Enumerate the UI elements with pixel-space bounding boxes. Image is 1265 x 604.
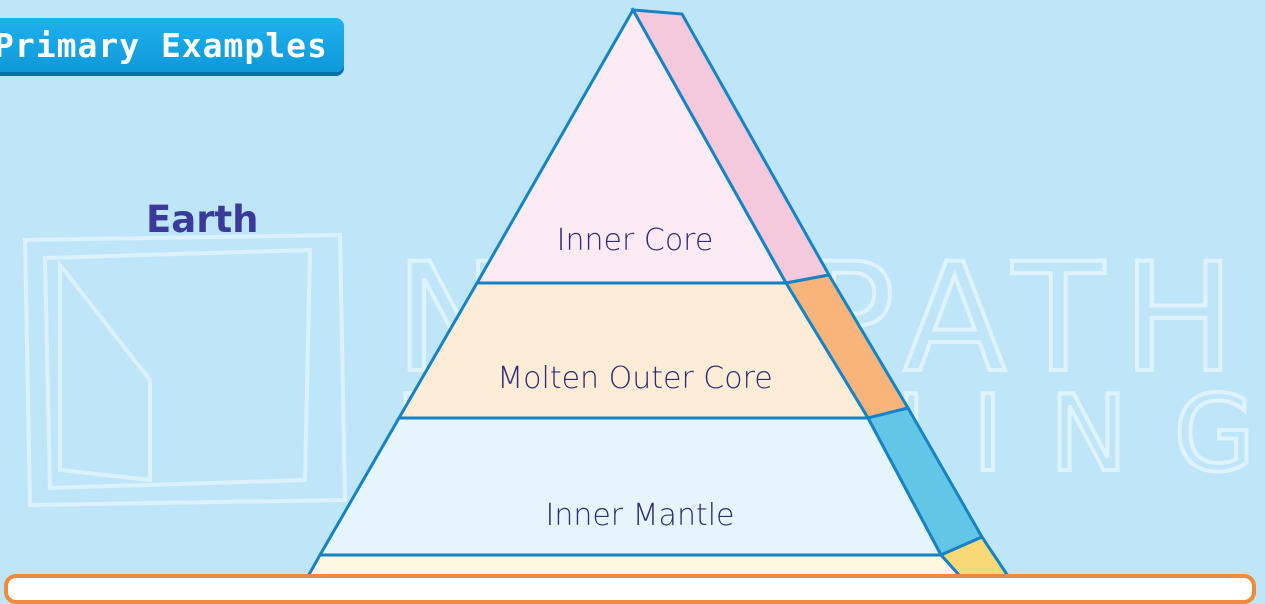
layer-label-inner-mantle: Inner Mantle: [545, 498, 734, 533]
subject-label: Earth: [146, 198, 259, 241]
layer-label-inner-core: Inner Core: [557, 223, 714, 258]
bottom-panel: [4, 574, 1256, 604]
layer-inner-mantle: [317, 416, 944, 557]
page-title: Primary Examples: [0, 18, 344, 72]
book-logo-outline: [22, 232, 348, 508]
layer-label-outer-core: Molten Outer Core: [497, 361, 773, 396]
page-title-text: Primary Examples: [0, 25, 328, 65]
layer-outer-core: [396, 281, 871, 420]
